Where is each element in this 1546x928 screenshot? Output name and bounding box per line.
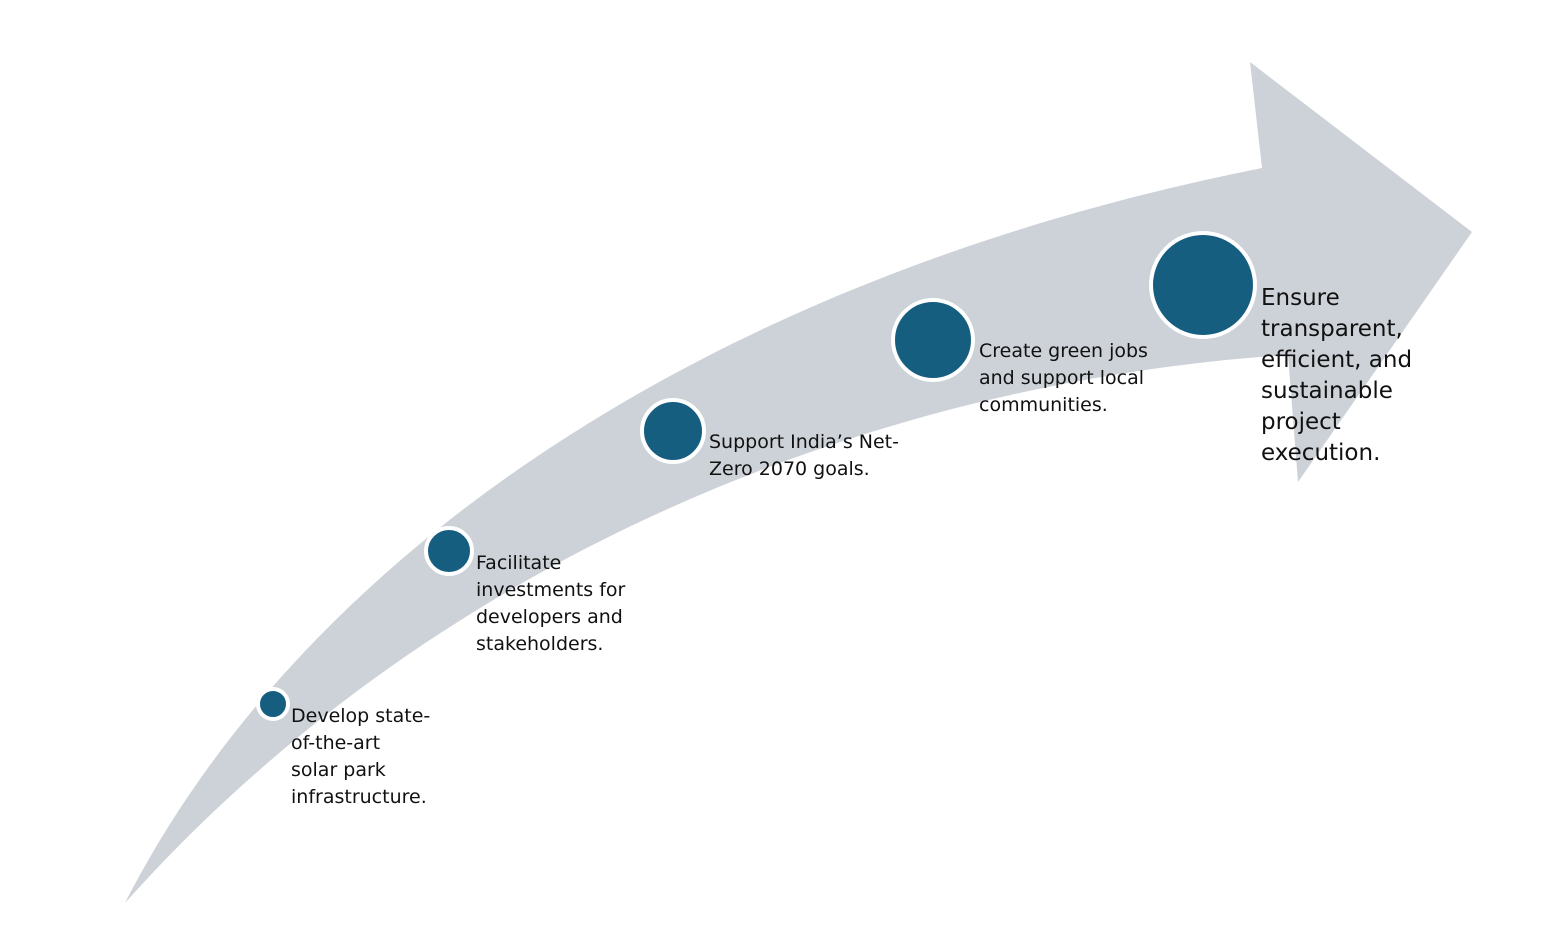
milestone-dot-4 (891, 298, 975, 382)
milestone-label-3: Support India’s Net- Zero 2070 goals. (709, 431, 899, 480)
milestone-label-5: Ensure transparent, efficient, and susta… (1261, 285, 1413, 466)
milestone-dot-3 (640, 398, 706, 464)
curved-arrow (125, 62, 1472, 903)
milestone-label-2: Facilitate investments for developers an… (476, 552, 626, 655)
milestone-label-4: Create green jobs and support local comm… (979, 340, 1148, 416)
milestone-dot-1 (256, 687, 290, 721)
milestone-dot-5 (1149, 231, 1257, 339)
milestone-dot-2 (424, 526, 474, 576)
milestone-label-1: Develop state- of-the-art solar park inf… (291, 705, 431, 808)
